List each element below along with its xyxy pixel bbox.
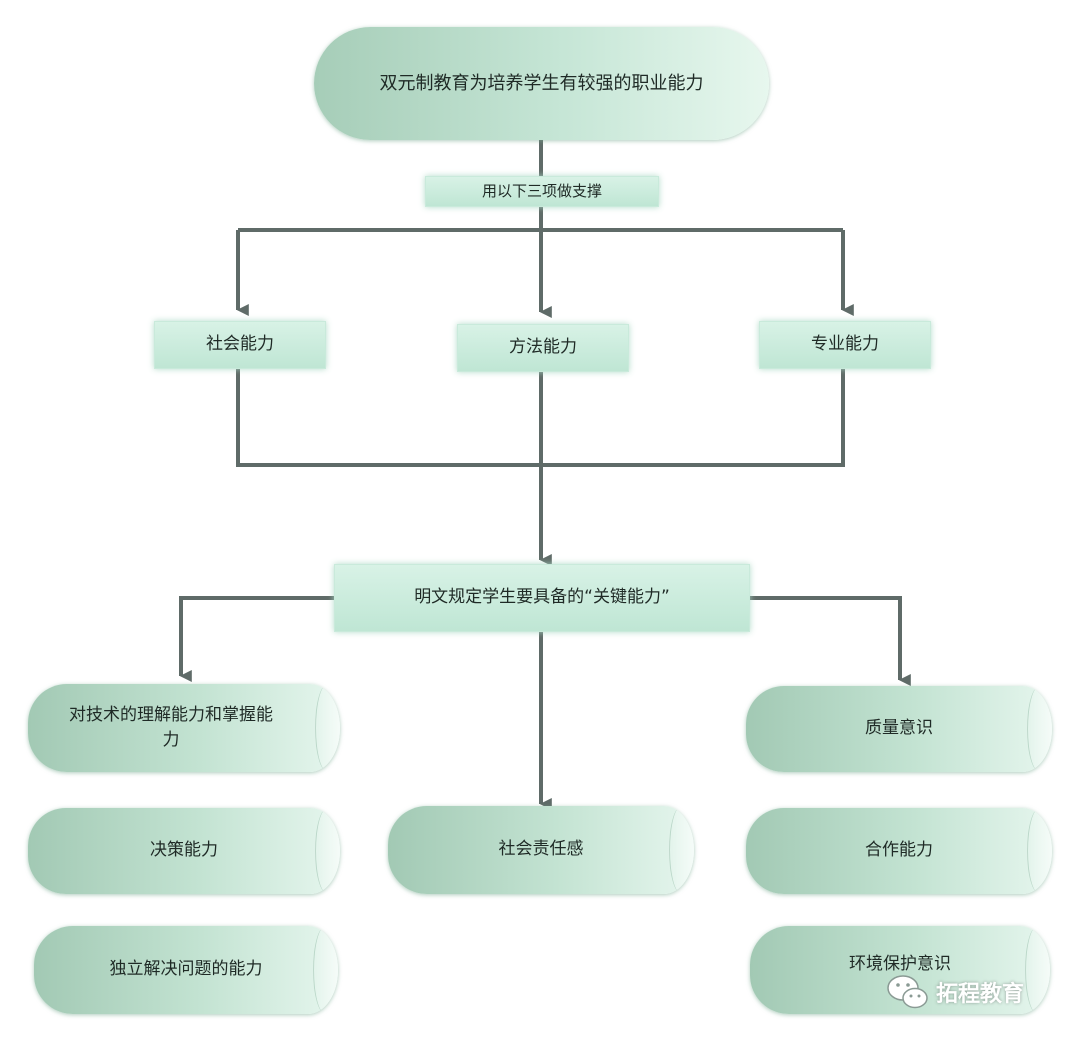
left-item-label: 独立解决问题的能力 xyxy=(109,959,263,980)
center-item-label: 社会责任感 xyxy=(498,839,584,860)
left-item-problem-solving: 独立解决问题的能力 xyxy=(34,926,338,1014)
key-ability-box: 明文规定学生要具备的“关键能力” xyxy=(334,564,750,632)
arrow-to-left-items xyxy=(179,596,334,682)
professional-ability-box: 专业能力 xyxy=(759,321,931,369)
right-item-label: 环境保护意识 xyxy=(849,954,951,975)
goal-node: 双元制教育为培养学生有较强的职业能力 xyxy=(314,27,769,140)
right-item-quality: 质量意识 xyxy=(746,686,1052,772)
watermark-text: 拓程教育 xyxy=(936,982,1025,1007)
right-item-label: 合作能力 xyxy=(865,840,933,861)
wechat-icon xyxy=(887,975,928,1009)
right-item-label: 质量意识 xyxy=(865,718,933,739)
key-ability-label: 明文规定学生要具备的“关键能力” xyxy=(414,587,670,608)
social-ability-label: 社会能力 xyxy=(206,334,274,355)
left-item-technical-understanding: 对技术的理解能力和掌握能力 xyxy=(28,684,340,772)
watermark: 拓程教育 xyxy=(886,972,1024,1012)
method-ability-box: 方法能力 xyxy=(457,324,629,372)
left-item-label: 决策能力 xyxy=(150,840,218,861)
left-item-decision: 决策能力 xyxy=(28,808,340,894)
goal-label: 双元制教育为培养学生有较强的职业能力 xyxy=(379,73,704,94)
support-label-box: 用以下三项做支撑 xyxy=(425,176,659,207)
social-ability-box: 社会能力 xyxy=(154,321,326,369)
method-ability-label: 方法能力 xyxy=(509,337,577,358)
right-item-cooperation: 合作能力 xyxy=(746,808,1052,894)
professional-ability-label: 专业能力 xyxy=(811,334,879,355)
arrow-to-right-items xyxy=(750,596,911,686)
center-item-social-responsibility: 社会责任感 xyxy=(388,806,694,894)
left-item-label: 对技术的理解能力和掌握能力 xyxy=(69,704,273,751)
support-label: 用以下三项做支撑 xyxy=(481,182,602,201)
